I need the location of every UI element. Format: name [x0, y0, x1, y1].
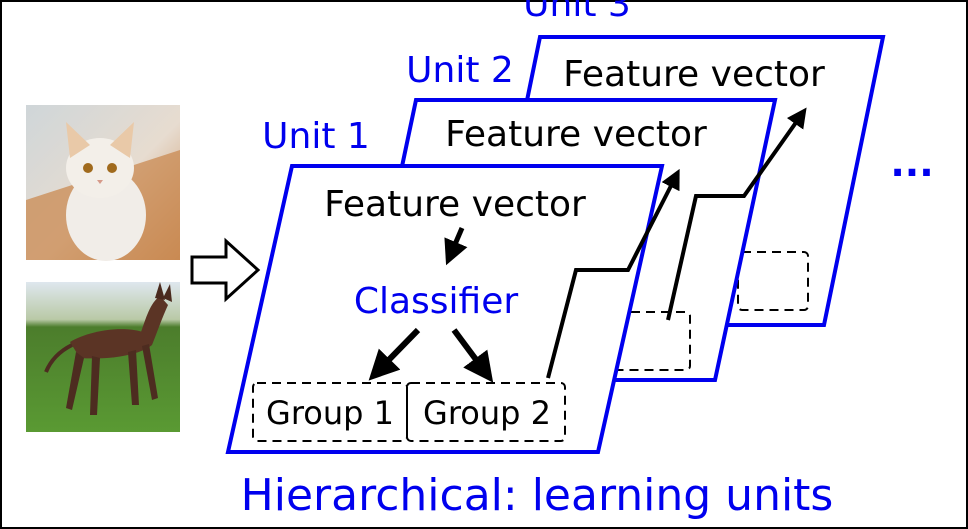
unit-3-label: Unit 3: [523, 0, 631, 25]
group-2-label: Group 2: [423, 394, 551, 432]
group-1-label: Group 1: [266, 394, 394, 432]
group-2-box: [406, 382, 566, 442]
unit-1-label: Unit 1: [262, 116, 370, 157]
ellipsis-label: ...: [890, 141, 933, 185]
unit-2-to-unit-3-connector: [666, 107, 807, 321]
cat-photo: [26, 105, 180, 261]
input-arrow-icon: [190, 237, 261, 303]
unit-1-feature-label: Feature vector: [324, 184, 586, 225]
unit-1-panel: Feature vector Classifier Group 1 Group …: [225, 164, 665, 454]
unit-3-feature-label: Feature vector: [563, 54, 825, 95]
classifier-to-group-1-arrow: [368, 327, 421, 381]
classifier-label: Classifier: [354, 281, 519, 322]
dog-photo: [26, 282, 180, 432]
unit-1-to-unit-2-connector: [546, 168, 680, 379]
classifier-to-group-2-arrow: [451, 328, 494, 383]
feature-to-classifier-arrow: [444, 227, 468, 266]
unit-2-label: Unit 2: [406, 50, 514, 91]
caption: Hierarchical: learning units: [241, 470, 834, 521]
unit-2-feature-label: Feature vector: [445, 114, 707, 155]
